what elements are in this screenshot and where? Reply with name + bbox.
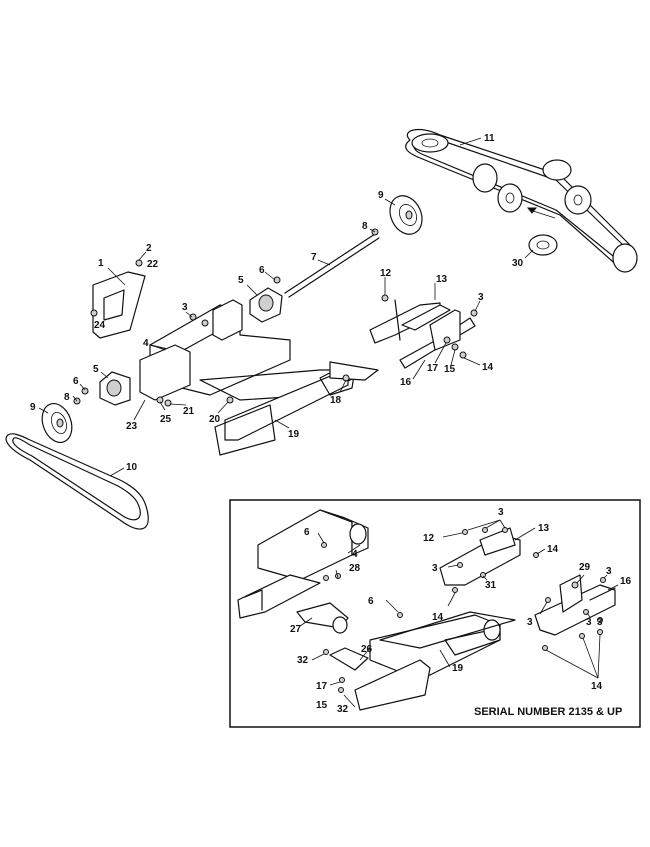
- callout: 22: [147, 259, 159, 270]
- bearing-lower: [99, 371, 131, 406]
- callout: 14: [547, 544, 559, 555]
- serial-inset: 6 4 28 27 32 6 26 17 15 32 19 12 3 13 14…: [229, 499, 641, 728]
- callouts-main: 1 2 22 24 3 4 5 6 7 8 9 5 6 8 9 23 25 21…: [30, 133, 524, 473]
- bracket: [92, 271, 146, 339]
- idler-pulley: [528, 234, 558, 256]
- leader-lines: [38, 137, 534, 477]
- adjuster-bracket: [369, 299, 476, 369]
- callout: 3: [597, 617, 603, 628]
- callout: 14: [591, 681, 603, 692]
- pulley-lower: [41, 403, 73, 443]
- callout: 2: [146, 243, 152, 254]
- callout: 3: [606, 566, 612, 577]
- callout: 17: [316, 681, 328, 692]
- callout: 12: [380, 268, 392, 279]
- callout: 16: [620, 576, 632, 587]
- callout: 10: [126, 462, 138, 473]
- callout: 3: [527, 617, 533, 628]
- callout: 20: [209, 414, 221, 425]
- pulley-upper: [389, 195, 423, 235]
- callout: 32: [297, 655, 309, 666]
- callout: 1: [98, 258, 104, 269]
- callout: 3: [478, 292, 484, 303]
- callout: 13: [538, 523, 550, 534]
- callout: 6: [304, 527, 310, 538]
- callout: 23: [126, 421, 138, 432]
- callout: 13: [436, 274, 448, 285]
- callout: 4: [352, 549, 358, 560]
- callout: 28: [349, 563, 361, 574]
- callout: 3: [432, 563, 438, 574]
- callout: 11: [484, 133, 495, 144]
- callout: 14: [432, 612, 444, 623]
- callout: 9: [378, 190, 384, 201]
- callout: 18: [330, 395, 342, 406]
- callout: 17: [427, 363, 439, 374]
- drive-belt-assembly: [405, 128, 638, 273]
- callout: 31: [485, 580, 497, 591]
- callout: 12: [423, 533, 435, 544]
- callout: 25: [160, 414, 172, 425]
- callout: 19: [288, 429, 300, 440]
- main-frame: [139, 299, 379, 456]
- callout: 21: [183, 406, 195, 417]
- callout: 3: [182, 302, 188, 313]
- callout: 8: [362, 221, 368, 232]
- callout: 6: [73, 376, 79, 387]
- callout: 16: [400, 377, 412, 388]
- drive-shaft: [284, 233, 380, 298]
- callout: 4: [143, 338, 149, 349]
- callout: 14: [482, 362, 494, 373]
- callout: 5: [238, 275, 244, 286]
- callout: 5: [93, 364, 99, 375]
- callout: 32: [337, 704, 349, 715]
- callout: 3: [586, 617, 592, 628]
- v-belt: [5, 433, 149, 530]
- callout: 27: [290, 624, 302, 635]
- callout: 19: [452, 663, 464, 674]
- callout: 15: [316, 700, 328, 711]
- callout: 26: [361, 644, 373, 655]
- bearing-upper: [249, 287, 283, 323]
- callout: 8: [64, 392, 70, 403]
- callout: 6: [259, 265, 265, 276]
- hardware: [73, 228, 478, 407]
- callout: 3: [498, 507, 504, 518]
- inset-caption: SERIAL NUMBER 2135 & UP: [474, 706, 622, 718]
- callout: 29: [579, 562, 591, 573]
- callout: 30: [512, 258, 524, 269]
- callout: 7: [311, 252, 317, 263]
- callout: 24: [94, 320, 106, 331]
- callout: 9: [30, 402, 36, 413]
- callout: 6: [368, 596, 374, 607]
- callout: 15: [444, 364, 456, 375]
